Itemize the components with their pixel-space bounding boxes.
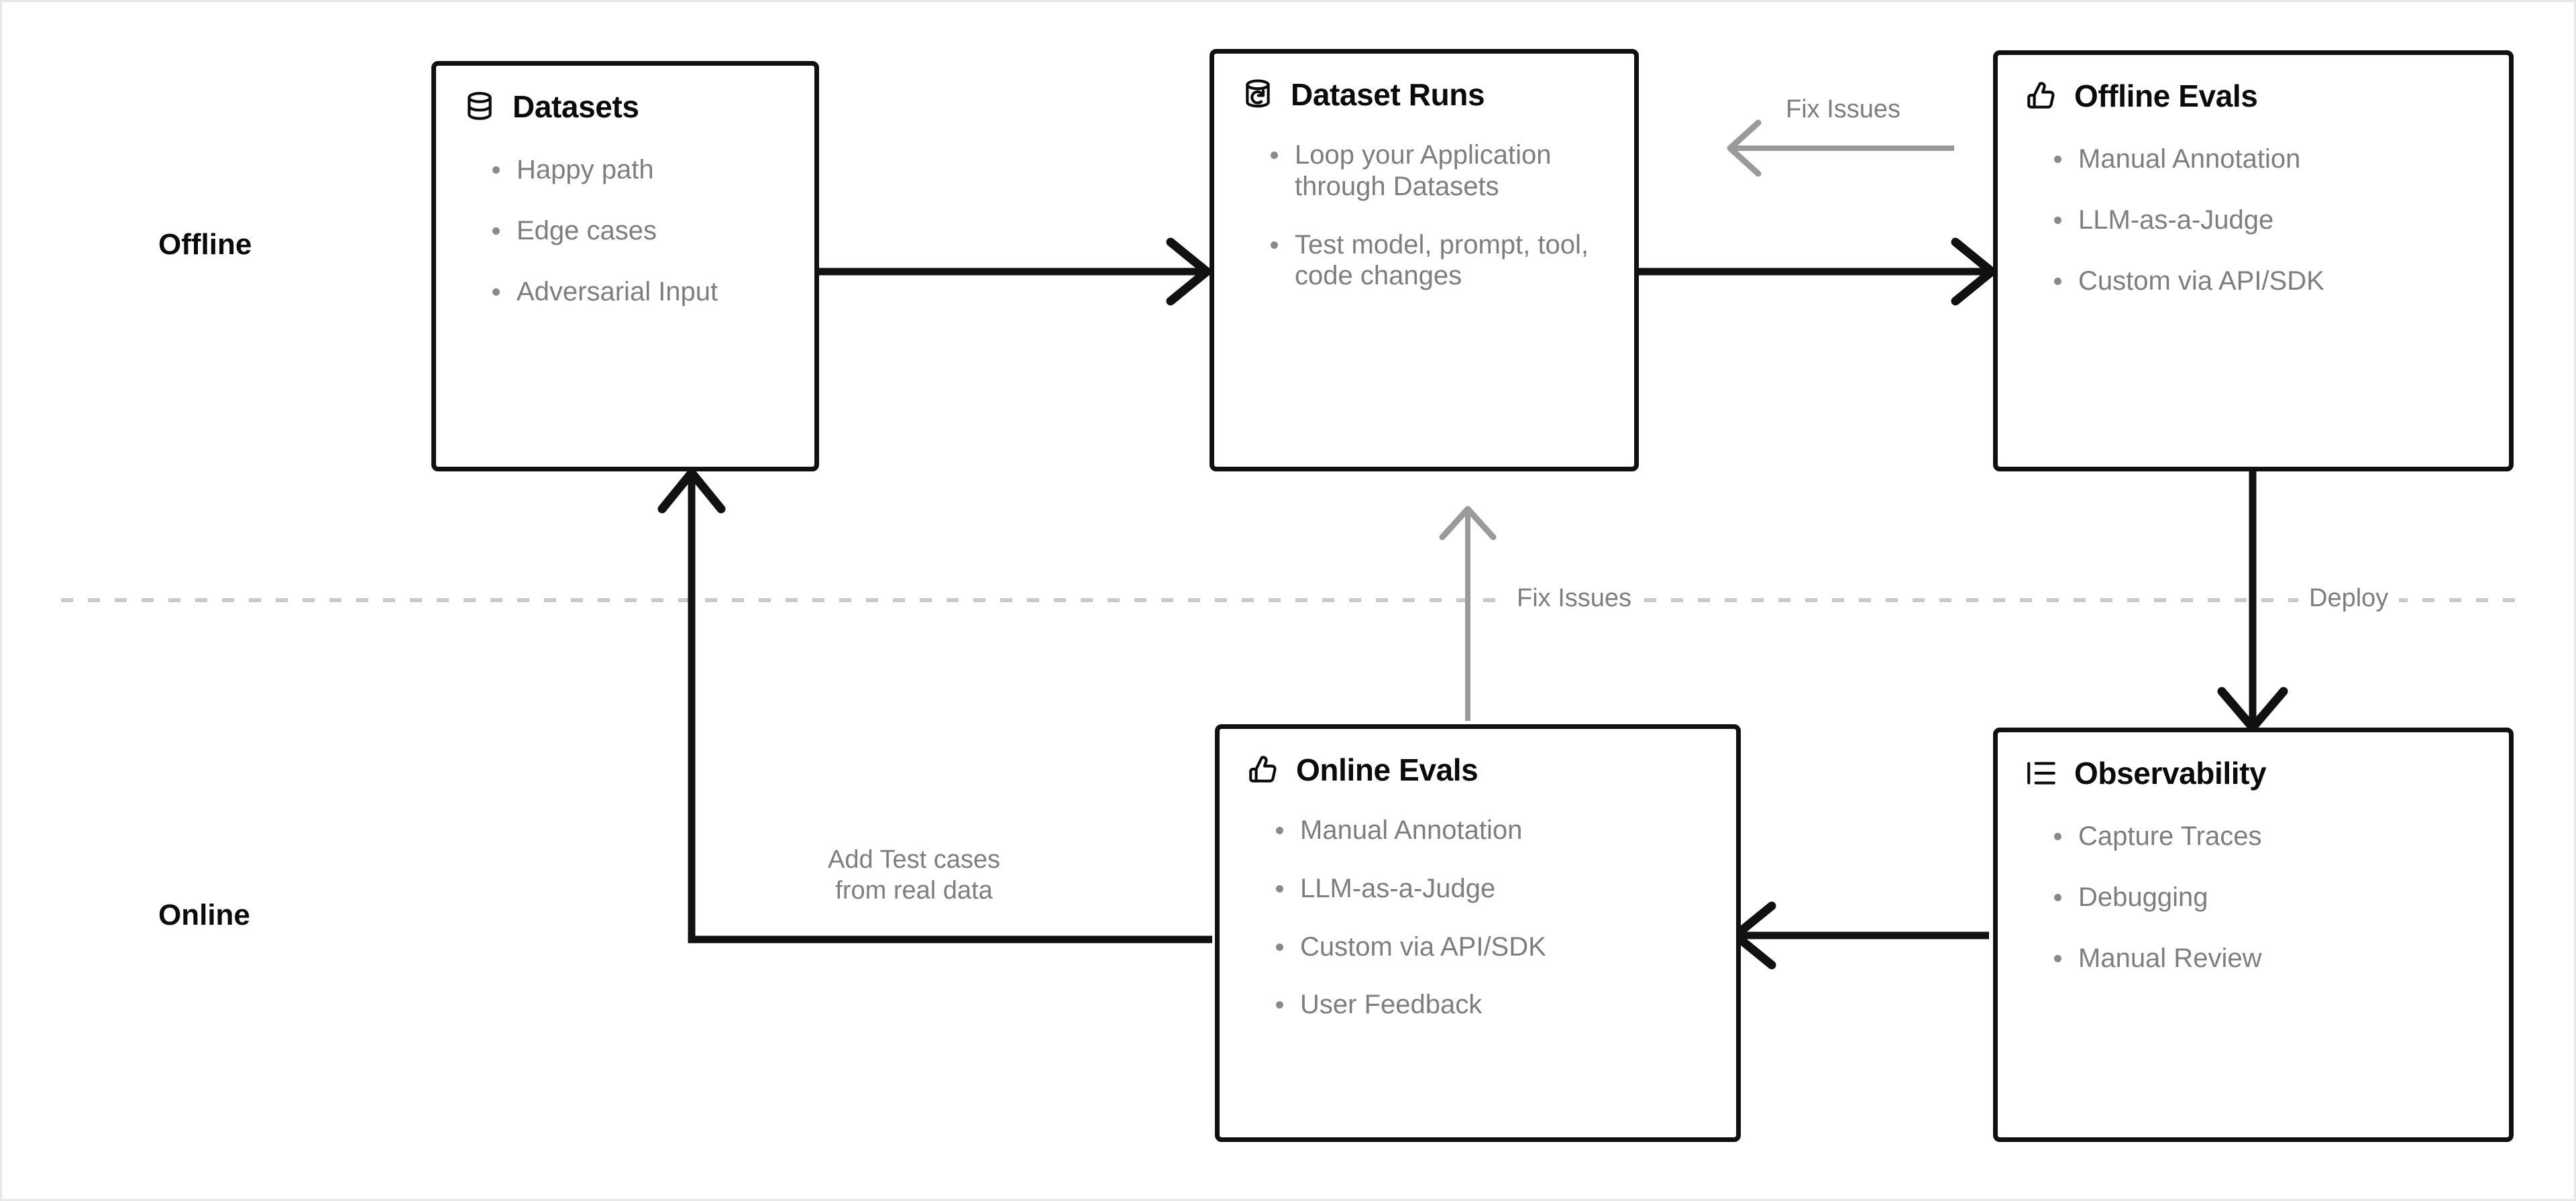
node-offline-evals-header: Offline Evals <box>2025 78 2482 114</box>
database-refresh-icon <box>1246 79 1270 108</box>
node-observability-title: Observability <box>2074 756 2267 791</box>
list-item: User Feedback <box>1276 989 1709 1021</box>
list-item: Custom via API/SDK <box>2054 266 2482 297</box>
list-item: Debugging <box>2054 882 2482 913</box>
edge-dataset-runs-to-offline-evals <box>1639 237 1996 306</box>
database-icon <box>468 92 492 120</box>
edge-label-add-test-cases-line2: from real data <box>835 876 993 905</box>
node-offline-evals-title: Offline Evals <box>2074 78 2258 113</box>
edge-observability-to-online-evals <box>1731 901 1989 970</box>
node-offline-evals-bullets: Manual Annotation LLM-as-a-Judge Custom … <box>2025 144 2482 296</box>
node-online-evals[interactable]: Online Evals Manual Annotation LLM-as-a-… <box>1215 724 1741 1142</box>
list-item: Happy path <box>492 154 788 186</box>
node-datasets-header: Datasets <box>463 89 788 125</box>
thumbs-up-icon <box>1249 756 1277 783</box>
node-online-evals-header: Online Evals <box>1246 752 1709 788</box>
list-item: Manual Review <box>2054 943 2482 974</box>
node-online-evals-title: Online Evals <box>1296 752 1479 787</box>
edge-datasets-to-dataset-runs <box>819 237 1212 306</box>
node-dataset-runs-bullets: Loop your Application through Datasets T… <box>1241 139 1607 292</box>
lane-label-online: Online <box>158 899 250 931</box>
node-observability[interactable]: Observability Capture Traces Debugging M… <box>1993 728 2514 1142</box>
list-item: Capture Traces <box>2054 821 2482 852</box>
list-item: LLM-as-a-Judge <box>1276 873 1709 905</box>
thumbs-up-icon <box>2027 82 2055 109</box>
list-item: Custom via API/SDK <box>1276 931 1709 963</box>
edge-offline-evals-to-dataset-runs <box>1727 119 1954 177</box>
list-tree-icon <box>2027 762 2055 785</box>
lane-label-offline: Offline <box>158 228 252 261</box>
edge-label-deploy: Deploy <box>2298 583 2400 614</box>
node-datasets-title: Datasets <box>513 89 639 124</box>
node-datasets-bullets: Happy path Edge cases Adversarial Input <box>463 154 788 307</box>
list-item: Adversarial Input <box>492 276 788 308</box>
list-item: Test model, prompt, tool, code changes <box>1271 229 1607 292</box>
node-observability-bullets: Capture Traces Debugging Manual Review <box>2025 821 2482 974</box>
list-item: Edge cases <box>492 215 788 247</box>
node-online-evals-bullets: Manual Annotation LLM-as-a-Judge Custom … <box>1246 815 1709 1021</box>
node-dataset-runs[interactable]: Dataset Runs Loop your Application throu… <box>1210 49 1639 471</box>
edge-label-add-test-cases-line1: Add Test cases <box>828 846 1001 874</box>
list-item: Manual Annotation <box>1276 815 1709 846</box>
node-dataset-runs-header: Dataset Runs <box>1241 76 1607 113</box>
node-datasets[interactable]: Datasets Happy path Edge cases Adversari… <box>431 61 819 471</box>
edge-label-add-test-cases: Add Test cases from real data <box>816 844 1013 907</box>
edge-label-fix-issues-top: Fix Issues <box>1786 94 1901 125</box>
edge-label-fix-issues-middle: Fix Issues <box>1506 583 1643 614</box>
edge-offline-evals-to-observability <box>2217 471 2288 732</box>
node-offline-evals[interactable]: Offline Evals Manual Annotation LLM-as-a… <box>1993 50 2514 471</box>
list-item: LLM-as-a-Judge <box>2054 205 2482 236</box>
node-dataset-runs-title: Dataset Runs <box>1291 77 1485 112</box>
node-observability-header: Observability <box>2025 755 2482 791</box>
edge-online-evals-to-dataset-runs <box>1439 506 1497 721</box>
list-item: Manual Annotation <box>2054 144 2482 175</box>
list-item: Loop your Application through Datasets <box>1271 139 1607 203</box>
